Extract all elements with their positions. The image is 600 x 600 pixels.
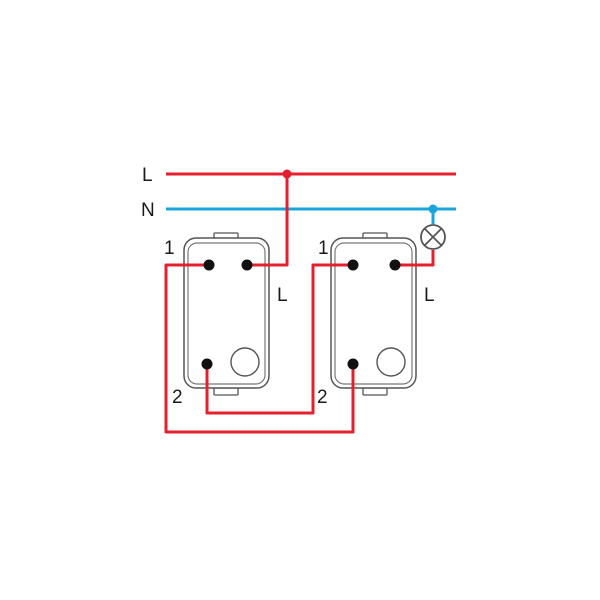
traveller-2-wire — [205, 263, 353, 415]
switch-b-terminal-l — [389, 259, 401, 271]
switch-a-bottom-tab — [213, 387, 239, 396]
neutral-junction-dot — [428, 204, 438, 214]
switch-b-to-lamp-wire — [395, 250, 435, 267]
switch-b-terminal-2 — [347, 358, 359, 370]
switch-a — [183, 232, 270, 396]
traveller-1-wire — [164, 263, 355, 434]
lamp-symbol-icon — [420, 224, 446, 250]
switch-a-terminal-1-label: 1 — [164, 238, 175, 259]
switch-b-terminal-1 — [347, 259, 359, 271]
switch-a-knob — [230, 347, 260, 377]
switch-b-knob — [376, 347, 406, 377]
switch-b-terminal-l-label: L — [424, 285, 435, 306]
neutral-line-label: N — [141, 200, 155, 221]
live-junction-dot — [282, 169, 292, 179]
switch-a-terminal-l-label: L — [277, 285, 288, 306]
switch-b-bottom-tab — [362, 387, 388, 396]
switch-a-terminal-l — [241, 259, 253, 271]
switch-a-inner-frame — [187, 242, 266, 385]
switch-a-terminal-2-label: 2 — [172, 387, 183, 408]
live-feed-to-switch-a-wire — [247, 174, 289, 267]
switch-a-terminal-1 — [203, 259, 215, 271]
switch-b-terminal-2-label: 2 — [317, 387, 328, 408]
switch-b-inner-frame — [334, 242, 413, 385]
switch-b-terminal-1-label: 1 — [318, 238, 329, 259]
switch-a-terminal-2 — [201, 358, 213, 370]
switch-b — [330, 232, 417, 396]
live-line-label: L — [142, 165, 153, 186]
